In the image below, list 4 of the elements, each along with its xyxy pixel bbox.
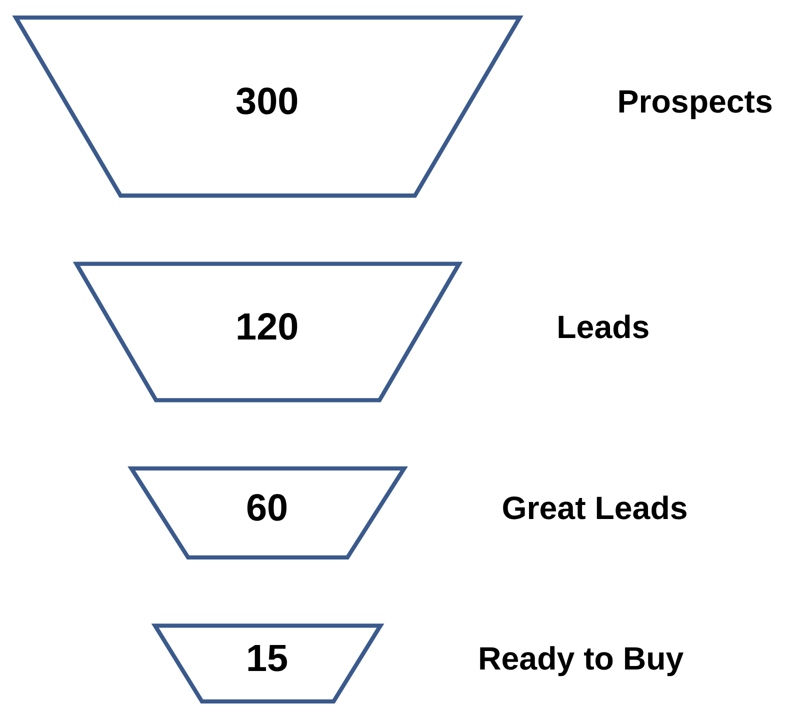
node-label: Ready to Buy — [478, 640, 684, 676]
node-label: Prospects — [617, 82, 773, 119]
node-label: Great Leads — [502, 489, 688, 526]
node-label: Leads — [556, 308, 650, 344]
